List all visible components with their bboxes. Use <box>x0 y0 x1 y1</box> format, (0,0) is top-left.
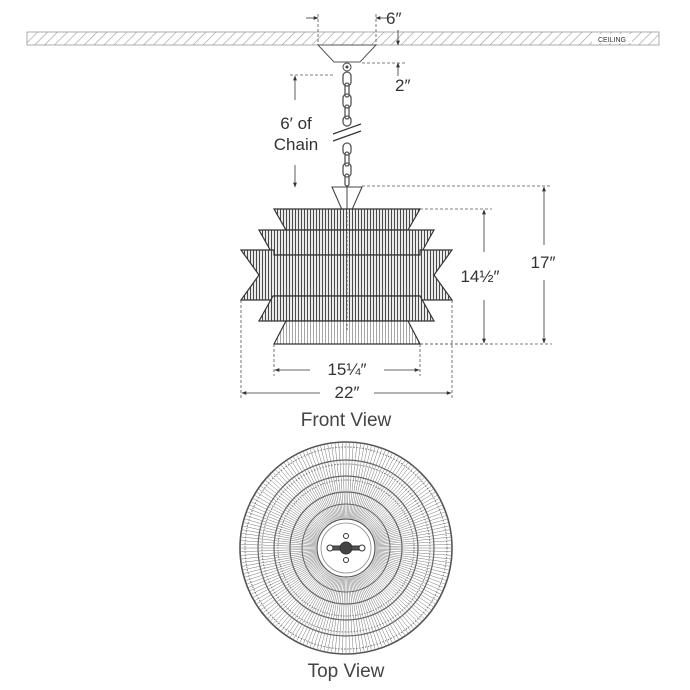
ceiling: CEILING <box>26 31 660 46</box>
overall-width-dimension <box>240 300 453 398</box>
top-view-shade <box>239 441 453 655</box>
bottom-width-label: 15¼″ <box>327 360 366 379</box>
top-view-title: Top View <box>308 661 385 682</box>
ceiling-label: CEILING <box>598 37 626 44</box>
overall-height-dimension <box>362 185 552 345</box>
overall-width-label: 22″ <box>335 383 360 402</box>
overall-height-label: 17″ <box>531 253 556 272</box>
chain-break <box>332 123 362 142</box>
canopy <box>316 44 378 72</box>
chain <box>342 71 352 187</box>
pendant-shade <box>239 186 454 345</box>
ceiling-hatch <box>26 31 660 46</box>
shade-height-label: 14½″ <box>460 267 499 286</box>
front-view-title: Front View <box>301 410 392 431</box>
chain-length-dimension <box>290 74 335 188</box>
top-view-cluster <box>326 533 366 563</box>
chain-length-label-line2: Chain <box>274 135 318 154</box>
canopy-width-label: 6″ <box>386 9 401 28</box>
canopy-height-dimension <box>362 30 405 76</box>
bottom-width-dimension <box>273 344 421 376</box>
chain-length-label-line1: 6′ of <box>280 114 312 133</box>
canopy-height-label: 2″ <box>395 76 410 95</box>
canopy-width-dimension <box>306 14 388 45</box>
